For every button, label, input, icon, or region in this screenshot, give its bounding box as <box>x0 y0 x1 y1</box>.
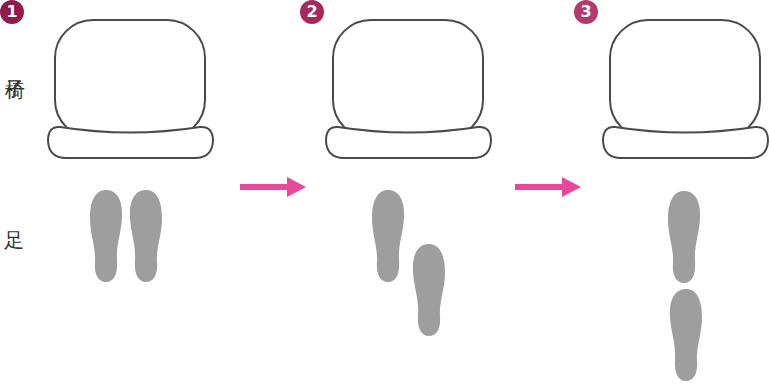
callout-number: 2 <box>300 0 324 24</box>
foot <box>372 190 404 282</box>
chair <box>326 20 491 158</box>
row-label: 足 <box>4 229 24 251</box>
callout-number: 1 <box>0 0 24 24</box>
step-arrow <box>240 177 306 197</box>
callout-number: 3 <box>574 0 598 24</box>
chair <box>48 20 213 158</box>
foot <box>670 289 702 381</box>
chair <box>603 20 768 158</box>
step-arrow <box>515 177 581 197</box>
foot <box>90 190 122 282</box>
foot <box>668 191 700 283</box>
foot <box>413 244 445 336</box>
foot <box>130 190 162 282</box>
